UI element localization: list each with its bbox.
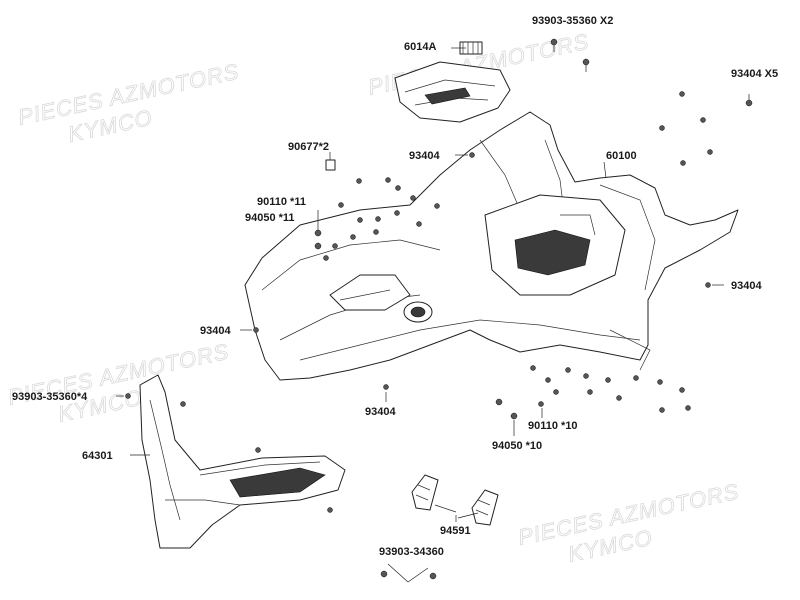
label-64301: 64301	[82, 450, 113, 462]
label-94050-10: 94050 *10	[492, 440, 542, 452]
part-60100-main-body	[244, 111, 739, 381]
part-90677-clip	[325, 159, 336, 171]
label-93903-35360-4: 93903-35360*4	[12, 391, 88, 403]
fasteners	[125, 38, 753, 580]
label-6014a: 6014A	[404, 41, 436, 53]
label-93404-x5: 93404 X5	[731, 68, 778, 80]
label-93404-top: 93404	[409, 150, 440, 162]
leader-lines	[116, 47, 724, 583]
label-93903-35360-x2: 93903-35360 X2	[532, 15, 613, 27]
label-90110-11: 90110 *11	[257, 196, 306, 208]
part-64301-front-panel	[139, 374, 346, 549]
label-94050-11: 94050 *11	[245, 212, 295, 224]
label-93404-bottom: 93404	[365, 406, 396, 418]
label-90110-10: 90110 *10	[528, 420, 578, 432]
part-labels: 6014A 93903-35360 X2 93404 X5 90677*2 93…	[12, 15, 778, 558]
label-90677: 90677*2	[288, 141, 329, 153]
label-94591: 94591	[440, 525, 471, 537]
part-94591-clips	[411, 474, 499, 526]
label-60100: 60100	[606, 150, 637, 162]
label-93903-34360: 93903-34360	[379, 546, 444, 558]
label-93404-left: 93404	[200, 325, 231, 337]
part-6014a-bracket	[394, 41, 511, 123]
label-93404-right: 93404	[731, 280, 762, 292]
